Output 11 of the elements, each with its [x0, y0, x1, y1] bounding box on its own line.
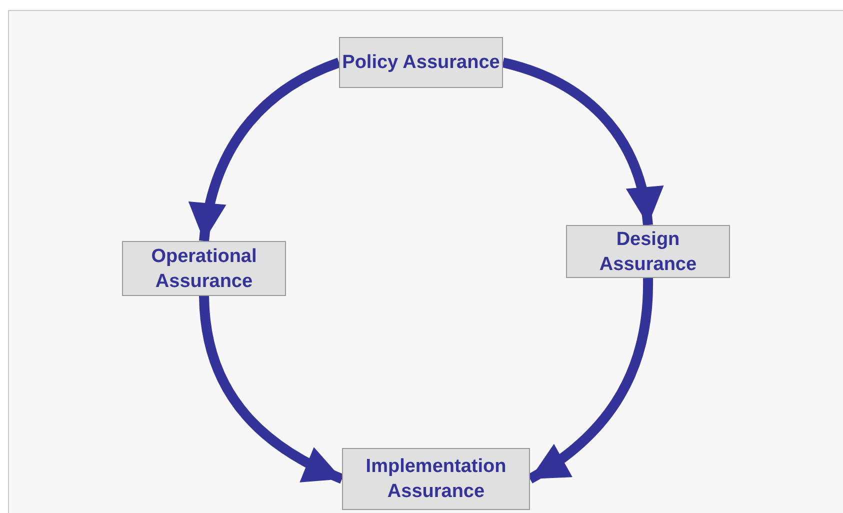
curved-arrow: [190, 58, 341, 242]
node-label: Implementation Assurance: [364, 455, 508, 504]
process-box: [339, 37, 503, 88]
curved-arrow: [199, 296, 344, 484]
process-box: [342, 448, 530, 510]
process-box: [566, 225, 730, 278]
process-box: [122, 241, 286, 296]
node-label: Operational Assurance: [150, 244, 258, 294]
node-label: Design Assurance: [598, 228, 698, 276]
node-label: Policy Assurance: [342, 51, 500, 75]
curved-arrow: [502, 58, 662, 226]
